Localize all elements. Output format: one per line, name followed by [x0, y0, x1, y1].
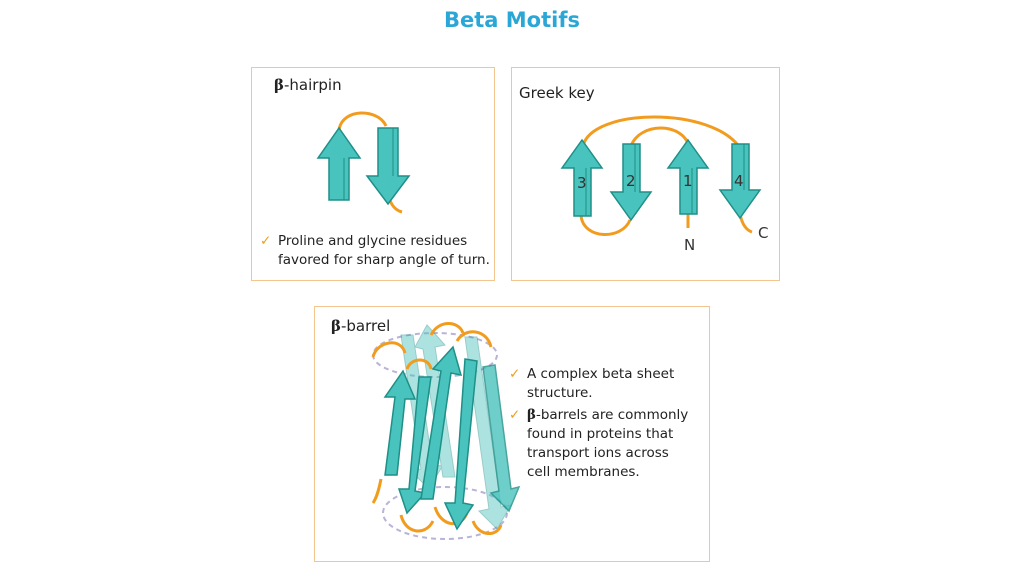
- beta-symbol: β: [274, 76, 284, 94]
- hairpin-strand-down: [365, 127, 411, 206]
- greek-key-strand-3: [560, 138, 604, 217]
- hairpin-label-text: -hairpin: [283, 76, 342, 94]
- barrel-note-1: ✓ A complex beta sheet structure.: [509, 365, 705, 403]
- c-terminus-label: C: [758, 224, 768, 242]
- barrel-strand-5: [482, 364, 521, 513]
- greek-key-top-loop: [581, 115, 742, 149]
- barrel-loop-top-1: [371, 341, 407, 358]
- beta-symbol: β: [331, 317, 341, 335]
- strand-number-4: 4: [734, 172, 744, 190]
- hairpin-note-line2: favored for sharp angle of turn.: [278, 252, 490, 268]
- hairpin-label: β-hairpin: [274, 76, 342, 94]
- barrel-notes: ✓ A complex beta sheet structure. ✓ β-ba…: [509, 365, 705, 482]
- barrel-diagram: [371, 322, 521, 540]
- barrel-bottom-ellipse: [382, 486, 508, 540]
- barrel-panel: β-barrel: [314, 306, 710, 562]
- hairpin-note-line1: Proline and glycine residues: [278, 233, 468, 249]
- barrel-tail-left: [371, 478, 383, 504]
- strand-number-2: 2: [626, 172, 636, 190]
- hairpin-note: ✓ Proline and glycine residues favored f…: [260, 232, 490, 270]
- barrel-strand-4: [443, 358, 478, 531]
- check-icon: ✓: [509, 366, 521, 382]
- barrel-note-2-line2: found in proteins that: [527, 426, 674, 442]
- hairpin-turn-loop: [337, 111, 388, 131]
- barrel-strand-2: [397, 376, 432, 515]
- greek-key-loop-3-2: [579, 215, 632, 236]
- greek-key-strand-4: [718, 143, 762, 220]
- check-icon: ✓: [509, 407, 521, 423]
- greek-key-strand-1: [666, 138, 710, 215]
- beta-symbol: β: [527, 407, 536, 423]
- barrel-note-2-line1: -barrels are commonly: [535, 407, 689, 423]
- barrel-strand-3: [420, 345, 463, 500]
- greek-key-loop-1-2: [629, 126, 691, 147]
- barrel-note-1-line1: A complex beta sheet: [527, 366, 675, 382]
- n-terminus-label: N: [684, 236, 695, 254]
- barrel-label: β-barrel: [331, 317, 390, 335]
- strand-number-3: 3: [577, 174, 587, 192]
- barrel-loop-bottom-3: [471, 520, 503, 535]
- barrel-loop-top-4: [429, 322, 465, 336]
- hairpin-diagram: [316, 111, 411, 214]
- barrel-note-2-line3: transport ions across: [527, 445, 669, 461]
- barrel-loop-bottom-1: [399, 514, 435, 533]
- greek-key-diagram: 3 2 1 4 N C: [560, 115, 768, 254]
- strand-number-1: 1: [683, 172, 693, 190]
- greek-key-strand-2: [609, 143, 653, 222]
- barrel-strand-1: [383, 369, 417, 476]
- check-icon: ✓: [260, 233, 272, 249]
- barrel-note-2-line4: cell membranes.: [527, 464, 640, 480]
- barrel-loop-top-2: [405, 358, 433, 370]
- barrel-loop-top-3: [455, 330, 493, 348]
- hairpin-panel: β-hairpin ✓ Proline and glycine residues…: [251, 67, 495, 281]
- slide-title: Beta Motifs: [444, 8, 580, 32]
- hairpin-strand-up: [316, 126, 362, 201]
- greek-key-panel: Greek key 3 2 1 4 N C: [511, 67, 780, 281]
- barrel-note-2: ✓ β-barrels are commonly found in protei…: [509, 406, 705, 482]
- barrel-label-text: -barrel: [340, 317, 391, 335]
- greek-key-label: Greek key: [519, 84, 595, 102]
- barrel-note-1-line2: structure.: [527, 385, 593, 401]
